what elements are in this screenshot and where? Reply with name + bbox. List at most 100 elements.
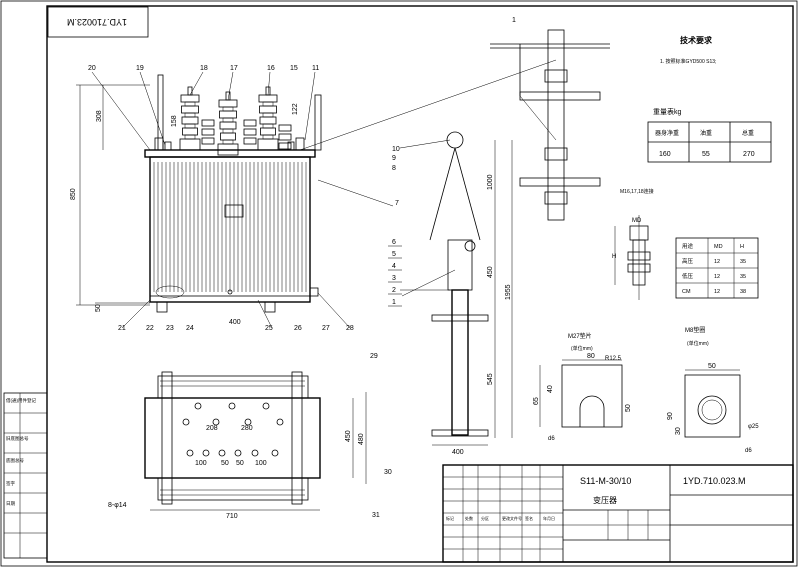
bolt-cell: 12 xyxy=(714,259,720,265)
title-row-label: 更改文件号 xyxy=(502,515,522,521)
bolt-hole xyxy=(262,402,270,410)
pole-callout-1: 1 xyxy=(392,299,396,306)
callout-10: 10 xyxy=(392,146,400,153)
leader-line xyxy=(304,71,316,141)
bolt-note: M16,17,18连接 xyxy=(620,188,654,195)
leader-line xyxy=(139,71,166,146)
clamp-d6: d6 xyxy=(548,436,555,442)
callout-27: 27 xyxy=(322,325,330,332)
bolt-md: MD xyxy=(632,218,642,224)
bolt-cell: 35 xyxy=(740,259,746,265)
leader-line xyxy=(267,71,271,96)
weight-h2: 油重 xyxy=(700,129,712,137)
callout-31: 31 xyxy=(372,512,380,519)
callout-23: 23 xyxy=(166,325,174,332)
callout-15: 15 xyxy=(290,65,298,72)
title-block: S11-M-30/10 变压器 1YD.710.023.M 标记处数分区更改文件… xyxy=(442,464,794,563)
bolt-cell: 低压 xyxy=(682,272,694,280)
bolt-hole xyxy=(212,418,220,426)
dim-450v: 450 xyxy=(345,430,352,442)
radiator-fins xyxy=(153,162,307,292)
bolt-hole xyxy=(228,402,236,410)
leader-line xyxy=(317,292,351,329)
bolt-cell: CM xyxy=(682,289,691,295)
callout-8: 8 xyxy=(392,165,396,172)
leader-line xyxy=(227,71,234,101)
leader-line xyxy=(257,299,273,329)
dim-208: 208 xyxy=(206,425,218,432)
dim-50: 50 xyxy=(95,304,102,312)
dim-80: 80 xyxy=(587,353,595,360)
holes-note: 8-φ14 xyxy=(108,502,127,509)
base-sublabel: (单位mm) xyxy=(687,340,709,347)
left-strip: 借(通)用件登记 旧底图总号 底图总号 签字 日期 xyxy=(3,392,48,559)
bolt-hole xyxy=(186,449,194,457)
clamp-detail: M27垫片 (单位mm) 80 R12.5 65 40 50 d6 xyxy=(533,332,632,442)
strip-label-5: 日期 xyxy=(6,501,15,507)
dim-545: 545 xyxy=(487,373,494,385)
bolt-cell: 12 xyxy=(714,274,720,280)
dim-90: 90 xyxy=(667,412,674,420)
strip-label-3: 底图总号 xyxy=(6,457,24,464)
nameplate xyxy=(224,204,244,218)
dim-50d: 50 xyxy=(708,363,716,370)
bolt-hole xyxy=(202,449,210,457)
lv-bushing xyxy=(201,119,215,145)
top-left-code-box: 1YD.710023.M xyxy=(47,6,149,38)
weight-v3: 270 xyxy=(743,151,755,158)
title-row-label: 分区 xyxy=(481,515,489,521)
callout-22: 22 xyxy=(146,325,154,332)
strip-label-4: 签字 xyxy=(6,480,15,486)
dim-710: 710 xyxy=(226,513,238,520)
pole-callout-6: 6 xyxy=(392,239,396,246)
bolt-cell: 38 xyxy=(740,289,746,295)
dim-308: 308 xyxy=(96,110,103,122)
dim-100b: 100 xyxy=(255,460,267,467)
bolt-cell: 高压 xyxy=(682,257,694,265)
dim-30: 30 xyxy=(675,427,682,435)
dim-phi25: φ25 xyxy=(748,424,759,430)
tech-requirements: 技术要求 1. 按照标准GYD500 S13; xyxy=(660,35,716,65)
hv-bushing xyxy=(179,86,201,151)
leader-line xyxy=(121,299,151,329)
dim-400: 400 xyxy=(229,319,241,326)
bolt-hole xyxy=(182,418,190,426)
dim-40: 40 xyxy=(547,385,554,393)
callout-24: 24 xyxy=(186,325,194,332)
dim-1955: 1955 xyxy=(505,284,512,300)
dim-158: 158 xyxy=(171,115,178,127)
callout-28: 28 xyxy=(346,325,354,332)
base-plate-detail: M8垫圈 (单位mm) 50 90 30 φ25 d6 xyxy=(667,326,759,454)
clamp-label: M27垫片 xyxy=(568,332,592,340)
title-row-label: 签名 xyxy=(525,515,533,521)
callout-25: 25 xyxy=(265,325,273,332)
weight-v1: 160 xyxy=(659,151,671,158)
bolt-hole xyxy=(194,402,202,410)
dim-1000: 1000 xyxy=(487,174,494,190)
drawing-frame xyxy=(46,5,794,563)
dim-480: 480 xyxy=(358,433,365,445)
bolt-cell: 35 xyxy=(740,274,746,280)
dim-50a: 50 xyxy=(221,460,229,467)
callout-19: 19 xyxy=(136,65,144,72)
hv-bushings xyxy=(179,86,292,156)
callout-26: 26 xyxy=(294,325,302,332)
base-d6: d6 xyxy=(745,448,752,454)
bolt-hole xyxy=(251,449,259,457)
weight-h1: 器身净重 xyxy=(655,129,679,137)
bolt-cell: 12 xyxy=(714,289,720,295)
dim-50b: 50 xyxy=(236,460,244,467)
bolt-hole xyxy=(218,449,226,457)
dim-100a: 100 xyxy=(195,460,207,467)
bolt-hole xyxy=(276,418,284,426)
bolt-h: H xyxy=(612,254,616,260)
pole-callout-3: 3 xyxy=(392,275,396,282)
title-code: 1YD.710.023.M xyxy=(683,476,746,486)
callout-9: 9 xyxy=(392,155,396,162)
